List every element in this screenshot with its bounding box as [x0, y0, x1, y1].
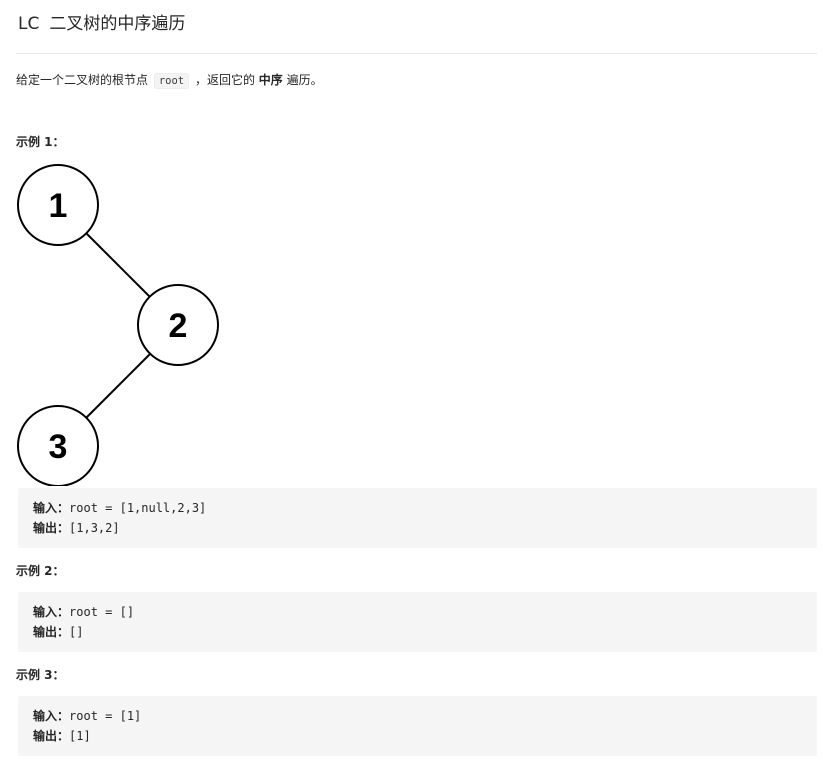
problem-number: LC	[18, 14, 40, 34]
description-text-middle: ，返回它的	[191, 73, 259, 87]
example-1-input-line: 输入：root = [1,null,2,3]	[33, 498, 817, 518]
example-2-output-value: []	[69, 625, 84, 639]
problem-title: 二叉树的中序遍历	[49, 14, 186, 34]
example-2-input-line: 输入：root = []	[33, 602, 817, 622]
example-3-input-line: 输入：root = [1]	[33, 706, 817, 726]
tree-node-3-label: 3	[49, 428, 68, 466]
tree-edge-2-3	[85, 353, 151, 419]
title-divider	[16, 53, 817, 54]
example-1-input-value: root = [1,null,2,3]	[69, 501, 207, 515]
inline-code-root: root	[153, 73, 190, 89]
tree-node-3: 3	[17, 405, 99, 486]
example-3-output-value: [1]	[69, 729, 91, 743]
example-3-codebox: 输入：root = [1] 输出：[1]	[18, 696, 817, 756]
tree-edge-1-2	[85, 232, 151, 298]
example-1-output-label: 输出：	[33, 521, 70, 535]
example-1-output-line: 输出：[1,3,2]	[33, 518, 817, 538]
tree-node-1-label: 1	[49, 187, 68, 225]
example-1-codebox: 输入：root = [1,null,2,3] 输出：[1,3,2]	[18, 488, 817, 548]
page-title: LC 二叉树的中序遍历	[18, 11, 185, 37]
description-text-end: 遍历。	[282, 73, 323, 87]
example-2-input-value: root = []	[69, 605, 135, 619]
problem-description: 给定一个二叉树的根节点 root ，返回它的 中序 遍历。	[16, 70, 323, 91]
example-3-input-value: root = [1]	[69, 709, 142, 723]
example-1-output-value: [1,3,2]	[69, 521, 120, 535]
example-2-label: 示例 2：	[16, 564, 65, 578]
example-2-output-label: 输出：	[33, 625, 70, 639]
example-3-output-label: 输出：	[33, 729, 70, 743]
description-text-start: 给定一个二叉树的根节点	[16, 73, 152, 87]
example-1-label: 示例 1：	[16, 135, 65, 149]
example-2-output-line: 输出：[]	[33, 622, 817, 642]
example-3-input-label: 输入：	[33, 709, 70, 723]
example-2-input-label: 输入：	[33, 605, 70, 619]
tree-node-1: 1	[17, 164, 99, 246]
tree-diagram: 1 2 3	[17, 164, 219, 486]
tree-node-2-label: 2	[169, 307, 188, 345]
example-3-output-line: 输出：[1]	[33, 726, 817, 746]
example-2-codebox: 输入：root = [] 输出：[]	[18, 592, 817, 652]
example-3-label: 示例 3：	[16, 668, 65, 682]
tree-node-2: 2	[137, 284, 219, 366]
example-1-input-label: 输入：	[33, 501, 70, 515]
description-emphasis: 中序	[258, 73, 283, 87]
